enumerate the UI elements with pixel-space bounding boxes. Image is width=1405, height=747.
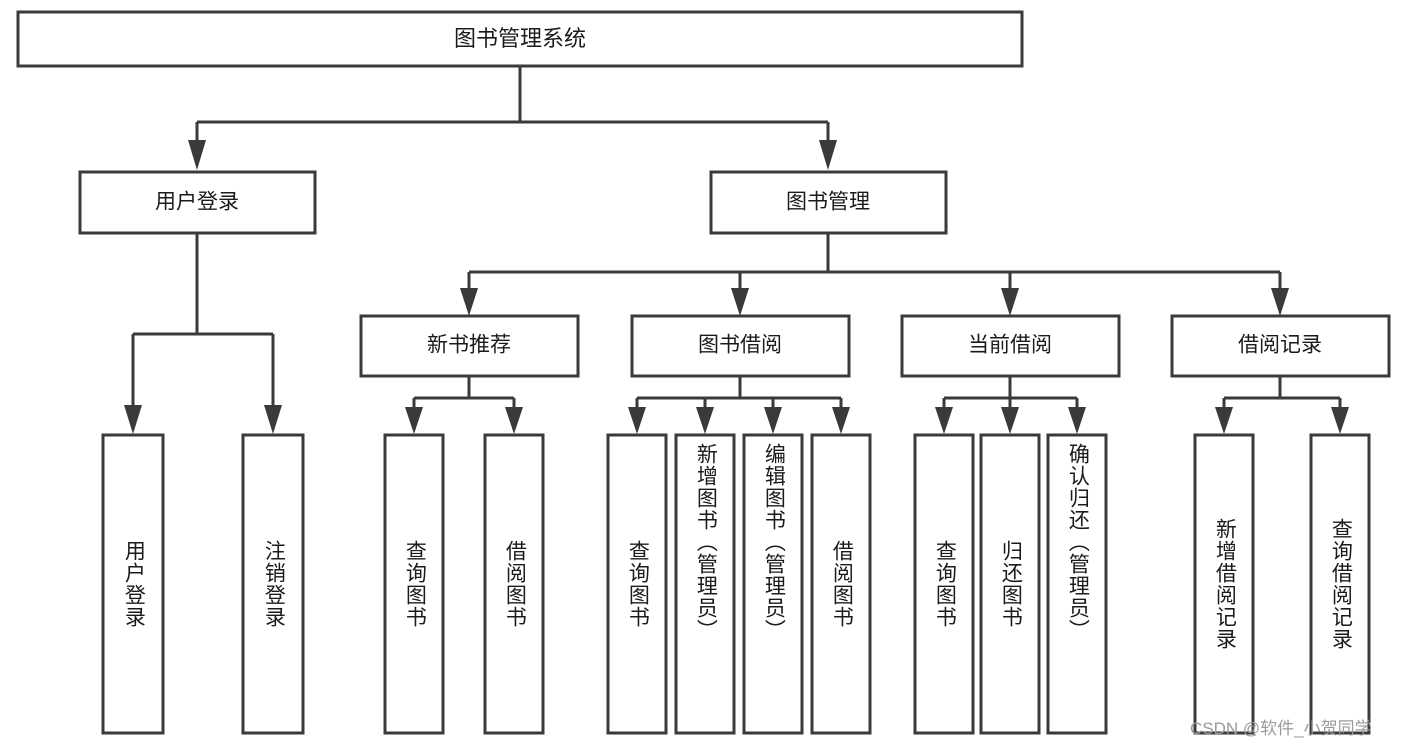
node-layer: 图书管理系统 用户登录 图书管理 新书推荐 图书借阅 当前借阅 借阅记录 — [16, 10, 1391, 735]
arrow-bookborrow-leaf-3 — [764, 407, 782, 434]
leaf-current-borrow-3[interactable] — [1046, 433, 1108, 735]
arrow-currentborrow-leaf-2 — [1001, 407, 1019, 434]
leaf-borrow-record-2[interactable] — [1309, 433, 1371, 735]
arrow-bookmanage-to-newbook — [460, 288, 478, 316]
arrow-newbook-leaf-2 — [505, 407, 523, 434]
arrow-bookmanage-to-record — [1271, 288, 1289, 316]
leaf-book-borrow-3[interactable] — [742, 433, 804, 735]
arrow-userlogin-leaf-1 — [124, 405, 142, 434]
arrow-bookborrow-leaf-4 — [832, 407, 850, 434]
node-user-login-label: 用户登录 — [155, 191, 239, 214]
leaf-new-book-2[interactable] — [483, 433, 545, 735]
node-book-borrow[interactable] — [630, 314, 851, 378]
node-current-borrow[interactable] — [900, 314, 1121, 378]
leaf-book-borrow-2[interactable] — [674, 433, 736, 735]
node-book-manage[interactable] — [709, 170, 948, 235]
node-book-borrow-label: 图书借阅 — [698, 334, 782, 357]
arrow-bookborrow-leaf-2 — [696, 407, 714, 434]
leaf-borrow-record-1[interactable] — [1193, 433, 1255, 735]
node-borrow-record[interactable] — [1170, 314, 1391, 378]
node-root[interactable] — [16, 10, 1024, 68]
arrow-currentborrow-leaf-1 — [935, 407, 953, 434]
leaf-user-login-2[interactable] — [241, 433, 305, 735]
leaf-current-borrow-2[interactable] — [979, 433, 1041, 735]
arrow-root-to-user-login — [188, 140, 206, 170]
arrow-currentborrow-leaf-3 — [1068, 407, 1086, 434]
node-current-borrow-label: 当前借阅 — [968, 334, 1052, 357]
arrow-borrowrecord-leaf-2 — [1331, 407, 1349, 434]
arrow-root-to-book-manage — [819, 140, 837, 170]
arrow-userlogin-leaf-2 — [264, 405, 282, 434]
node-book-manage-label: 图书管理 — [786, 191, 870, 214]
csdn-watermark: CSDN @软件_小贺同学 — [1190, 719, 1372, 738]
connector-layer — [124, 66, 1349, 434]
arrow-newbook-leaf-1 — [405, 407, 423, 434]
leaf-book-borrow-4[interactable] — [810, 433, 872, 735]
arrow-bookborrow-leaf-1 — [628, 407, 646, 434]
leaf-user-login-1[interactable] — [101, 433, 165, 735]
arrow-borrowrecord-leaf-1 — [1215, 407, 1233, 434]
arrow-bookmanage-to-borrow — [731, 288, 749, 316]
node-user-login[interactable] — [78, 170, 317, 235]
arrow-bookmanage-to-current — [1001, 288, 1019, 316]
node-root-label: 图书管理系统 — [454, 26, 586, 51]
leaf-new-book-1[interactable] — [383, 433, 445, 735]
node-new-book-recommend-label: 新书推荐 — [427, 334, 511, 357]
node-borrow-record-label: 借阅记录 — [1238, 334, 1322, 357]
leaf-current-borrow-1[interactable] — [913, 433, 975, 735]
node-new-book-recommend[interactable] — [359, 314, 580, 378]
leaf-book-borrow-1[interactable] — [606, 433, 668, 735]
